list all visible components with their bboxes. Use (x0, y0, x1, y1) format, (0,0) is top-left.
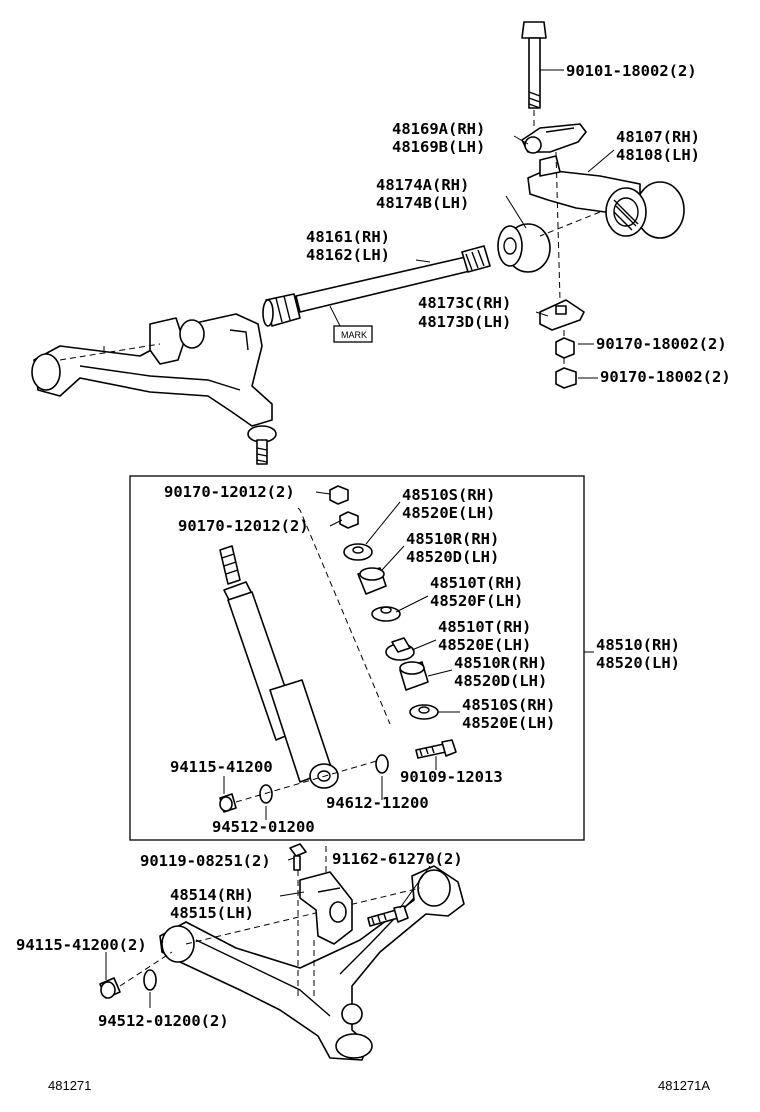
label-set1-lh: 48520E(LH) (402, 504, 495, 522)
label-bolt-top: 90101-18002(2) (566, 62, 697, 80)
label-set5-rh: 48510R(RH) (454, 654, 547, 672)
label-nut-top2: 90170-12012(2) (178, 517, 309, 535)
label-bracket-rh: 48514(RH) (170, 886, 254, 904)
label-set3-lh: 48520F(LH) (430, 592, 523, 610)
label-arm-lh: 48169B(LH) (392, 138, 485, 156)
small-bolt (289, 843, 307, 1000)
label-washer-b: 94512-01200 (212, 818, 315, 836)
shock-lower-bolt (219, 739, 457, 813)
label-nut-top1: 90170-12012(2) (164, 483, 295, 501)
small-nut-1 (329, 485, 349, 505)
ref-right: 481271A (658, 1078, 710, 1093)
ref-left: 481271 (48, 1078, 91, 1093)
shock-absorber (219, 545, 339, 789)
nut-a (555, 337, 575, 359)
plate (539, 299, 585, 331)
label-set6-rh: 48510S(RH) (462, 696, 555, 714)
lower-bush-washer (99, 951, 173, 999)
upper-control-arm (31, 313, 277, 465)
label-bracket-lh: 48515(LH) (170, 904, 254, 922)
label-set2-rh: 48510R(RH) (406, 530, 499, 548)
label-bolt-small: 90119-08251(2) (140, 852, 271, 870)
bushing (497, 223, 551, 273)
label-shock-lh: 48520(LH) (596, 654, 680, 672)
arm-link (521, 123, 587, 154)
label-nut-b: 90170-18002(2) (600, 368, 731, 386)
shock-washer-set (343, 543, 439, 720)
lower-control-arm (159, 865, 465, 1061)
shock-assembly-box (129, 475, 585, 841)
nut-b (555, 367, 577, 389)
label-bolt-mid: 90109-12013 (400, 768, 503, 786)
bolt-b (367, 905, 409, 927)
label-bolt-b: 91162-61270(2) (332, 850, 463, 868)
label-bush-b: 94115-41200(2) (16, 936, 147, 954)
label-set3-rh: 48510T(RH) (430, 574, 523, 592)
label-washer-c: 94512-01200(2) (98, 1012, 229, 1030)
label-plate-rh: 48173C(RH) (418, 294, 511, 312)
shock-bracket (299, 871, 353, 945)
small-nut-2 (339, 511, 359, 529)
label-set2-lh: 48520D(LH) (406, 548, 499, 566)
label-set4-rh: 48510T(RH) (438, 618, 531, 636)
label-nut-a: 90170-18002(2) (596, 335, 727, 353)
label-arm-rh: 48169A(RH) (392, 120, 485, 138)
label-shock-rh: 48510(RH) (596, 636, 680, 654)
label-bushing-lh: 48174B(LH) (376, 194, 469, 212)
label-set6-lh: 48520E(LH) (462, 714, 555, 732)
mark-label: MARK (341, 330, 367, 340)
label-torsion-rh: 48161(RH) (306, 228, 390, 246)
leader-lines (105, 69, 615, 1008)
torsion-lever (527, 155, 685, 239)
label-set5-lh: 48520D(LH) (454, 672, 547, 690)
label-bush-a: 94115-41200 (170, 758, 273, 776)
label-set4-lh: 48520E(LH) (438, 636, 531, 654)
top-bolt (521, 21, 547, 130)
label-torsion-lh: 48162(LH) (306, 246, 390, 264)
label-lever-lh: 48108(LH) (616, 146, 700, 164)
label-lever-rh: 48107(RH) (616, 128, 700, 146)
label-bushing-rh: 48174A(RH) (376, 176, 469, 194)
label-set1-rh: 48510S(RH) (402, 486, 495, 504)
torsion-bar (262, 245, 491, 327)
label-plate-lh: 48173D(LH) (418, 313, 511, 331)
label-washer-a: 94612-11200 (326, 794, 429, 812)
